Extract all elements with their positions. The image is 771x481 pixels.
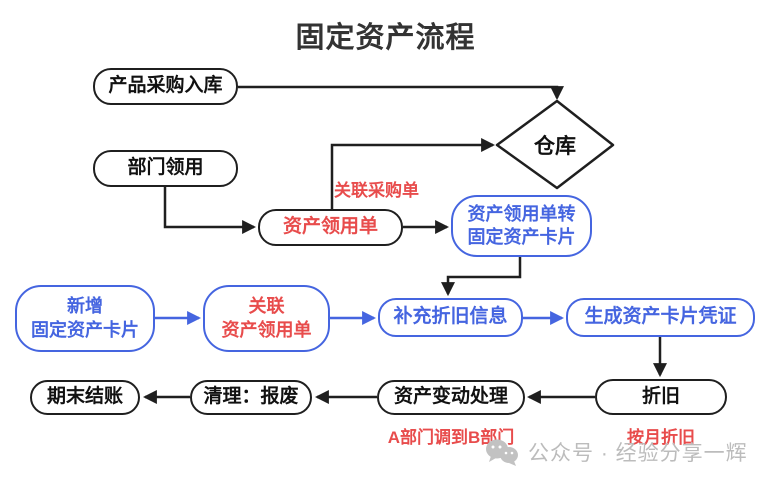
- arrow-card-to-depreciation-info: [441, 257, 522, 297]
- node-dept-requisition: 部门领用: [93, 150, 238, 187]
- node-cleanup-scrap: 清理：报废: [190, 380, 312, 415]
- node-product-purchase: 产品采购入库: [93, 68, 238, 105]
- node-period-end-close: 期末结账: [30, 380, 140, 415]
- watermark-text: 公众号 · 经验分享一辉: [528, 442, 748, 465]
- arrow-purchase-to-warehouse: [238, 85, 564, 101]
- arrow-dept-to-requisition: [163, 187, 257, 234]
- node-requisition-to-card: 资产领用单转 固定资产卡片: [451, 195, 592, 257]
- node-depreciation: 折旧: [595, 379, 727, 415]
- page-title: 固定资产流程: [295, 22, 476, 54]
- wechat-icon: [486, 439, 518, 466]
- arrow-requisition-to-warehouse: [330, 138, 496, 209]
- note-monthly-depreciation: 按月折旧: [627, 428, 695, 447]
- warehouse-diamond: [495, 99, 615, 190]
- node-asset-requisition: 资产领用单: [258, 209, 403, 246]
- node-new-asset-card: 新增 固定资产卡片: [15, 285, 155, 352]
- node-depreciation-info: 补充折旧信息: [378, 298, 523, 337]
- watermark: 公众号 · 经验分享一辉: [485, 437, 748, 467]
- node-asset-card-voucher: 生成资产卡片凭证: [566, 298, 755, 337]
- note-dept-transfer: A部门调到B部门: [387, 428, 515, 447]
- node-asset-change: 资产变动处理: [377, 380, 525, 415]
- node-warehouse-label: 仓库: [534, 135, 576, 158]
- note-link-purchase-order: 关联采购单: [334, 181, 419, 200]
- node-link-requisition: 关联 资产领用单: [203, 285, 330, 352]
